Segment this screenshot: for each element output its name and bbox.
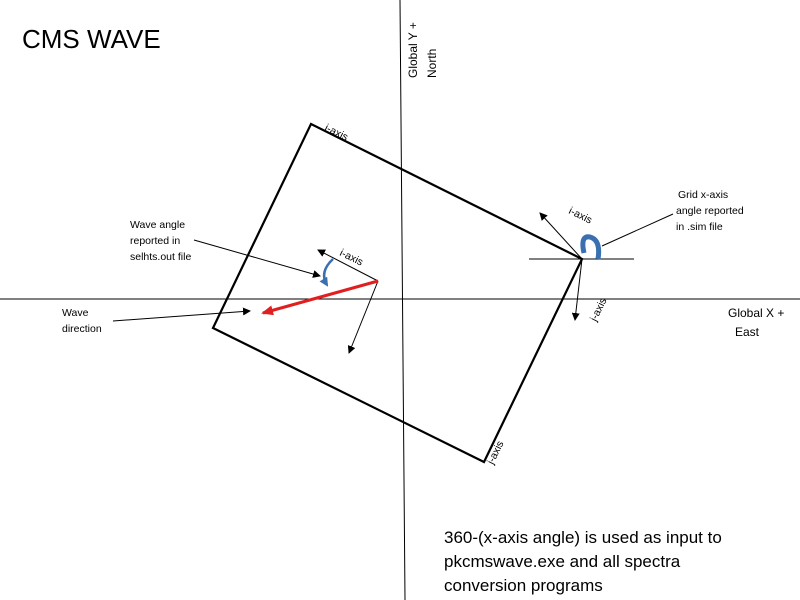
model-grid-rectangle xyxy=(211,122,584,464)
wave-angle-callout-line3: selhts.out file xyxy=(130,251,191,263)
global-y-axis-label-line2: North xyxy=(425,49,439,78)
wave-direction-callout-leader xyxy=(112,307,251,322)
global-y-axis-line xyxy=(399,0,406,600)
grid-corner-j-axis-label: j-axis xyxy=(587,296,609,324)
grid-j-axis-label: j-axis xyxy=(484,439,506,467)
grid-angle-callout-leader xyxy=(601,213,674,247)
wave-local-i-axis-arrow xyxy=(317,249,379,282)
note-line2: pkcmswave.exe and all spectra xyxy=(444,552,681,571)
wave-local-i-axis-label: i-axis xyxy=(338,247,365,269)
diagram-title: CMS WAVE xyxy=(22,24,161,54)
grid-angle-callout-line2: angle reported xyxy=(676,205,744,217)
grid-angle-arc xyxy=(580,234,602,260)
grid-corner-i-axis-label: i-axis xyxy=(567,205,594,227)
wave-angle-callout-line2: reported in xyxy=(130,235,180,247)
wave-local-j-axis-arrow xyxy=(347,280,379,354)
grid-corner-j-axis-arrow xyxy=(571,258,583,321)
note-line3: conversion programs xyxy=(444,576,603,595)
wave-angle-callout-line1: Wave angle xyxy=(130,219,185,231)
global-x-axis-label-line1: Global X + xyxy=(728,306,784,320)
grid-corner-i-axis-arrow xyxy=(539,212,583,260)
grid-angle-callout-line1: Grid x-axis xyxy=(678,189,728,201)
wave-direction-arrow xyxy=(261,279,379,316)
grid-i-axis-label: i-axis xyxy=(323,122,350,144)
wave-angle-arc xyxy=(319,258,334,287)
wave-direction-callout-line2: direction xyxy=(62,323,102,335)
global-x-axis-label-line2: East xyxy=(735,325,760,339)
wave-angle-callout-leader xyxy=(193,239,321,278)
grid-angle-callout-line3: in .sim file xyxy=(676,221,723,233)
global-y-axis-label-line1: Global Y + xyxy=(406,22,420,78)
note-line1: 360-(x-axis angle) is used as input to xyxy=(444,528,722,547)
wave-direction-callout-line1: Wave xyxy=(62,307,89,319)
